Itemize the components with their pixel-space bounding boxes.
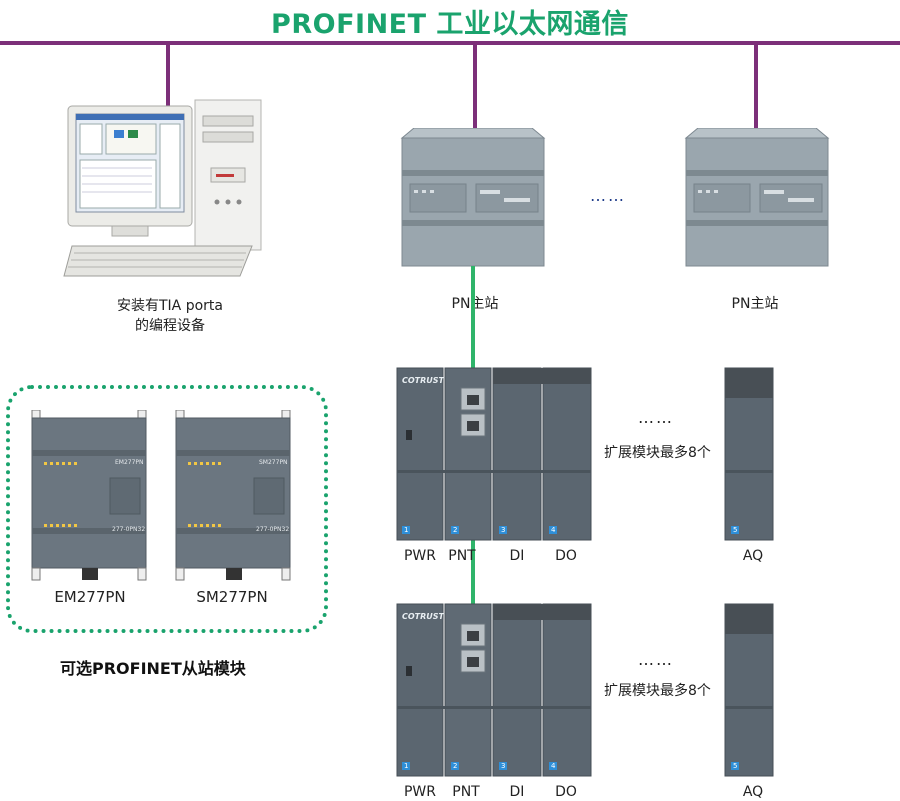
diagram-title: PROFINET 工业以太网通信 bbox=[271, 9, 629, 40]
slave-rack-1 bbox=[395, 362, 595, 542]
sm277pn-module bbox=[172, 410, 294, 582]
row2-module2-number: 2 bbox=[453, 762, 458, 770]
row1-label-pwr: PWR bbox=[403, 548, 436, 564]
module-brand-row1: COTRUST bbox=[402, 376, 445, 385]
slave-rack-2-aq bbox=[723, 598, 775, 778]
slave-module-icon bbox=[175, 410, 291, 581]
slave-rack-2 bbox=[395, 598, 595, 778]
row1-label-do: DO bbox=[555, 548, 577, 564]
em277pn-model-text: EM277PN bbox=[115, 459, 144, 466]
row1-label-di: DI bbox=[509, 548, 525, 564]
row2-label-di: DI bbox=[509, 784, 525, 800]
optional-modules-box bbox=[6, 385, 328, 633]
bus-drop-workstation bbox=[166, 45, 170, 107]
row2-module1-number: 1 bbox=[404, 762, 409, 770]
pn-master-2-label: PN主站 bbox=[731, 296, 779, 312]
row1-module3-number: 3 bbox=[501, 526, 506, 534]
row2-label-aq: AQ bbox=[742, 784, 764, 800]
workstation-label-line1: 安装有TIA porta bbox=[117, 298, 223, 314]
plc-cpu-icon bbox=[684, 128, 830, 267]
em277pn-module bbox=[28, 410, 150, 582]
em277pn-part-text: 277-0PN32 bbox=[112, 526, 146, 533]
slave-module-icon bbox=[31, 410, 147, 581]
sm277pn-part-text: 277-0PN32 bbox=[256, 526, 290, 533]
row1-module2-number: 2 bbox=[453, 526, 458, 534]
ethernet-bus-line bbox=[0, 41, 900, 45]
row2-module5-number: 5 bbox=[733, 762, 738, 770]
row2-expansion-note: 扩展模块最多8个 bbox=[604, 683, 711, 699]
workstation-label-line2: 的编程设备 bbox=[135, 318, 205, 334]
aq-module-icon bbox=[724, 367, 774, 541]
computer-icon bbox=[63, 99, 262, 277]
pn-master-1-label: PN主站 bbox=[443, 293, 507, 313]
optional-modules-title: 可选PROFINET从站模块 bbox=[60, 659, 246, 678]
row2-module3-number: 3 bbox=[501, 762, 506, 770]
row2-continuation-dots: …… bbox=[638, 650, 674, 669]
slave-rack-1-aq bbox=[723, 362, 775, 542]
row2-label-pwr: PWR bbox=[403, 784, 436, 800]
aq-module-icon bbox=[724, 603, 774, 777]
sm277pn-model-text: SM277PN bbox=[259, 459, 288, 466]
row1-label-pnt: PNT bbox=[448, 548, 476, 564]
master-continuation-dots: …… bbox=[590, 186, 626, 205]
rack-modules-icon bbox=[396, 367, 592, 541]
row1-module4-number: 4 bbox=[551, 526, 556, 534]
sm277pn-label: SM277PN bbox=[196, 588, 268, 606]
row1-label-aq: AQ bbox=[742, 548, 764, 564]
pn-master-2 bbox=[684, 128, 830, 268]
pn-master-1 bbox=[400, 128, 546, 268]
rack-modules-icon bbox=[396, 603, 592, 777]
plc-cpu-icon bbox=[400, 128, 546, 267]
programming-workstation bbox=[62, 96, 272, 281]
bus-drop-master-2 bbox=[754, 45, 758, 130]
row2-label-pnt: PNT bbox=[452, 784, 480, 800]
row1-expansion-note: 扩展模块最多8个 bbox=[604, 445, 711, 461]
bus-drop-master-1 bbox=[473, 45, 477, 130]
row1-continuation-dots: …… bbox=[638, 408, 674, 427]
row2-label-do: DO bbox=[555, 784, 577, 800]
em277pn-label: EM277PN bbox=[54, 588, 126, 606]
module-brand-row2: COTRUST bbox=[402, 612, 445, 621]
row2-module4-number: 4 bbox=[551, 762, 556, 770]
row1-module5-number: 5 bbox=[733, 526, 738, 534]
row1-module1-number: 1 bbox=[404, 526, 409, 534]
